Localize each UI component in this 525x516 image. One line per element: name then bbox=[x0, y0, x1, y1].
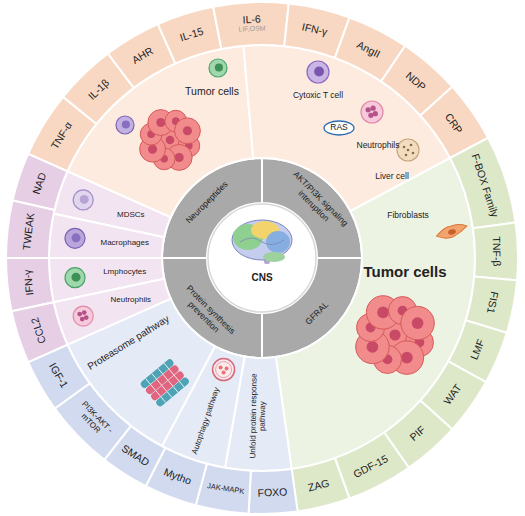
factor-cell: TWEAK bbox=[7, 205, 51, 258]
label: F-BOX Family bbox=[469, 152, 500, 218]
label: CNS bbox=[251, 272, 272, 283]
center-circle: CNS bbox=[222, 268, 302, 286]
pathway-region: Unfold protein response pathway bbox=[237, 366, 281, 467]
label: Cytoxic T cell bbox=[293, 91, 343, 100]
label: LMF bbox=[468, 338, 487, 362]
label: AngII bbox=[355, 38, 382, 59]
ring-sector bbox=[49, 214, 164, 258]
label: TWEAK bbox=[21, 212, 37, 250]
factor-cell: IFN-γ bbox=[7, 258, 51, 307]
label: Lmphocytes bbox=[103, 268, 146, 277]
immune-cell-region: Neutrophils bbox=[96, 293, 166, 309]
label: IL-6 bbox=[242, 14, 261, 26]
label: Autophagy pathway bbox=[190, 386, 221, 455]
label: TNF-α bbox=[49, 120, 75, 152]
immune-cell-region: Lmphocytes bbox=[90, 264, 160, 280]
factor-cell: JAK-MAPK bbox=[200, 467, 251, 513]
label: SMAD bbox=[120, 443, 152, 469]
label: FOXO bbox=[257, 486, 287, 499]
label: Neutrophils bbox=[111, 296, 151, 305]
factor-cell: FIS1 bbox=[469, 277, 516, 329]
lymphocyte-icon bbox=[65, 268, 85, 288]
label: IGF-1 bbox=[47, 361, 70, 390]
liver-cell-icon bbox=[397, 139, 419, 161]
cell-region: Tumor cells bbox=[150, 78, 260, 108]
cell-region: FibroblastsTumor cells bbox=[350, 200, 470, 290]
lymphocyte-icon bbox=[209, 59, 227, 77]
tumor-cell-cluster bbox=[140, 110, 201, 171]
label: LIF,OSM bbox=[238, 25, 266, 34]
macrophage-icon bbox=[116, 116, 134, 134]
label: Macrophages bbox=[101, 239, 149, 248]
mdsc-icon bbox=[73, 190, 93, 210]
label: GDF-15 bbox=[351, 452, 389, 479]
macrophage-icon bbox=[65, 228, 85, 248]
cell-region: RAS Cytoxic T cellNeutrophilsLiver cell bbox=[280, 60, 420, 190]
label: TNF-β bbox=[490, 237, 502, 267]
label: PIF bbox=[407, 424, 427, 443]
tumor-cell-cluster bbox=[356, 296, 435, 375]
neutrophil-icon bbox=[73, 306, 93, 326]
ring-sector bbox=[473, 222, 518, 280]
factor-cell: IL-6LIF,OSM bbox=[218, 3, 285, 45]
label: WAT bbox=[442, 382, 464, 407]
ring-sector bbox=[12, 302, 68, 362]
ring-sector bbox=[54, 279, 171, 345]
label: IL-15 bbox=[178, 25, 204, 43]
label: NAD bbox=[31, 171, 49, 196]
label: IFN-γ bbox=[22, 269, 36, 296]
ring-sector bbox=[450, 138, 515, 229]
label: ZAG bbox=[307, 477, 331, 493]
label: JAK-MAPK bbox=[206, 483, 244, 497]
label: NDP bbox=[404, 69, 428, 92]
label: Fibroblasts bbox=[387, 211, 429, 220]
ring-sector bbox=[292, 458, 350, 511]
label: MDSCs bbox=[117, 211, 145, 220]
immune-cell-region: MDSCs bbox=[96, 207, 166, 223]
t-cell-icon bbox=[307, 61, 329, 83]
label: CRP bbox=[443, 111, 465, 136]
brain-icon bbox=[232, 220, 292, 264]
label: Neutrophils bbox=[357, 141, 400, 150]
ras-oval: RAS bbox=[323, 120, 355, 136]
label: Mytho bbox=[163, 466, 194, 487]
ring-sector bbox=[276, 158, 475, 469]
ring-sector bbox=[213, 2, 289, 49]
illustration bbox=[65, 59, 469, 408]
center-circle-shape bbox=[208, 204, 316, 312]
label: CCL2 bbox=[29, 316, 48, 345]
proteasome-icon bbox=[139, 358, 190, 408]
label: IFN-γ bbox=[301, 21, 329, 38]
immune-cell-region: Macrophages bbox=[90, 236, 160, 252]
label: GFRAL bbox=[304, 300, 331, 327]
label: Liver cell bbox=[375, 172, 409, 181]
label: IL-1β bbox=[86, 77, 111, 102]
autophagosome-icon bbox=[213, 359, 235, 381]
fibroblast-icon bbox=[435, 222, 469, 241]
ring-sector bbox=[158, 7, 221, 64]
factor-cell: FOXO bbox=[251, 472, 294, 513]
label: Tumor cells bbox=[363, 264, 446, 281]
label: AHR bbox=[130, 45, 155, 66]
ring-sector bbox=[6, 200, 54, 258]
label: FIS1 bbox=[484, 291, 500, 315]
factor-cell: TNF-β bbox=[476, 227, 516, 277]
ring-sectors bbox=[6, 2, 518, 514]
label: Tumor cells bbox=[185, 86, 239, 98]
label: Unfold protein response pathway bbox=[250, 366, 269, 466]
ring-sector bbox=[249, 469, 298, 514]
neutrophil-icon bbox=[361, 101, 383, 123]
label: RAS bbox=[330, 123, 347, 132]
